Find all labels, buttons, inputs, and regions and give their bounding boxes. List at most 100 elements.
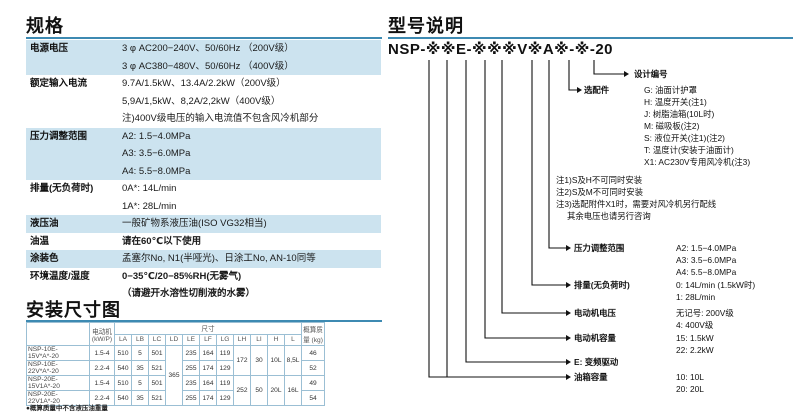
h-cell: 20L (267, 375, 285, 406)
label-pressure: 压力调整范围 (574, 243, 625, 253)
lf-cell: 164 (199, 375, 217, 391)
table-row: NSP-10E-15V*A*-20 1.5-4 510 5 501 365 23… (26, 345, 325, 406)
model-title-rule (388, 37, 793, 39)
weight-cell: 54 (301, 390, 325, 406)
spec-value: 9.7A/1.5kW、13.4A/2.2kW（200V级） (122, 78, 286, 89)
spec-values: 一般矿物系液压油(ISO VG32相当) (122, 215, 381, 233)
spec-values: 9.7A/1.5kW、13.4A/2.2kW（200V级） 5,9A/1,5kW、… (122, 75, 381, 128)
column-header: LB (131, 333, 149, 346)
displacement-0: 0: 14L/min (1.5kW时) (676, 280, 756, 290)
weight-cell: 46 (301, 345, 325, 361)
lc-cell: 501 (148, 375, 166, 391)
label-tank: 油箱容量 (574, 372, 608, 382)
motor-cell: 1.5-4 (89, 345, 115, 361)
pressure-a3: A3: 3.5−6.0MPa (676, 255, 737, 265)
install-title: 安装尺寸图 (26, 300, 121, 320)
lb-cell: 5 (131, 375, 149, 391)
arrow-tank (566, 374, 571, 380)
capacity-15: 15: 1.5kW (676, 333, 714, 343)
l-cell: 8,5L (284, 345, 302, 376)
spec-label: 油温 (30, 235, 50, 247)
note-2: 注2)S及M不可同时安装 (556, 187, 644, 197)
spec-label: 额定输入电流 (30, 78, 88, 89)
spec-value: 1A*: 28L/min (122, 200, 177, 212)
l-cell: 16L (284, 375, 302, 406)
lh-cell: 252 (233, 375, 251, 406)
la-cell: 540 (114, 390, 132, 406)
arrow-design (624, 71, 629, 77)
model-cell: NSP-10E-15V*A*-20 (26, 345, 90, 361)
spec-values: 0−35℃/20−85%RH(无雾气)（请避开水溶性切削液的水雾） (122, 268, 381, 303)
spec-label: 压力调整范围 (30, 130, 88, 142)
opt-t: T: 温度计(安装于油面计) (644, 145, 734, 155)
specs-title-rule (26, 37, 382, 39)
spec-values: 孟塞尔No, N1(半哑光)、日涂工No, AN-10同等 (122, 250, 381, 268)
model-code: NSP-※※E-※※※V※A※-※-20 (388, 41, 614, 58)
ld-cell: 365 (165, 345, 183, 406)
label-design: 设计编号 (634, 69, 668, 79)
column-header: LA (114, 333, 132, 346)
opt-h: H: 温度开关(注1) (644, 97, 707, 107)
la-cell: 510 (114, 375, 132, 391)
opt-j: J: 树脂油箱(10L时) (644, 109, 715, 119)
model-title: 型号说明 (388, 16, 464, 36)
leader-tank (446, 60, 566, 378)
spec-label: 涂装色 (30, 253, 59, 264)
note-3: 注3)选配附件X1时，需要对风冷机另行配线 (556, 199, 717, 209)
spec-value: 请在60℃以下使用 (122, 235, 202, 247)
capacity-22: 22: 2.2kW (676, 345, 714, 355)
table-row: NSP-20E-22V1A*-20 2.2-4 540 35 521 255 1… (26, 390, 325, 406)
specs-title: 规格 (26, 16, 64, 36)
spec-row: 涂装色 孟塞尔No, N1(半哑光)、日涂工No, AN-10同等 (26, 250, 381, 268)
lg-cell: 129 (216, 360, 234, 376)
arrow-drive (566, 359, 571, 365)
spec-value: A3: 3.5−6.0MPa (122, 148, 191, 159)
column-header: LC (148, 333, 166, 346)
spec-label: 排量(无负荷时) (30, 183, 94, 194)
spec-value: A4: 5.5−8.0MPa (122, 165, 191, 177)
lc-cell: 521 (148, 360, 166, 376)
spec-row: 油温 请在60℃以下使用 (26, 233, 381, 251)
motor-cell: 1.5-4 (89, 375, 115, 391)
lh-cell: 172 (233, 345, 251, 376)
lb-cell: 35 (131, 390, 149, 406)
motor-cell: 2.2-4 (89, 360, 115, 376)
lf-cell: 164 (199, 345, 217, 361)
tank-20: 20: 20L (676, 384, 704, 394)
lf-cell: 174 (199, 360, 217, 376)
spec-value: 5,9A/1,5kW、8,2A/2,2kW（400V级） (122, 95, 281, 107)
model-header (26, 322, 90, 346)
spec-value: （请避开水溶性切削液的水雾） (122, 288, 256, 299)
voltage-4: 4: 400V级 (676, 320, 714, 330)
label-voltage: 电动机电压 (574, 308, 616, 318)
install-note: ●概算质量中不含液压油重量 (26, 405, 108, 412)
lb-cell: 5 (131, 345, 149, 361)
arrow-capacity (566, 335, 571, 341)
arrow-voltage (566, 310, 571, 316)
size-header: 尺寸 (114, 322, 302, 335)
la-cell: 540 (114, 360, 132, 376)
note-1: 注1)S及H不可同时安装 (556, 175, 643, 185)
column-header: LD (165, 333, 183, 346)
pressure-a4: A4: 5.5−8.0MPa (676, 267, 737, 277)
lc-cell: 501 (148, 345, 166, 361)
label-options: 选配件 (584, 85, 610, 95)
leader-displacement (531, 60, 566, 286)
arrow-pressure (566, 245, 571, 251)
weight-cell: 52 (301, 360, 325, 376)
opt-m: M: 磁吸板(注2) (644, 121, 700, 131)
right-column: 型号说明 NSP-※※E-※※※V※A※-※-20 设计编号 选配件 G: 油面… (384, 0, 800, 411)
weight-cell: 49 (301, 375, 325, 391)
leader-tank-2 (428, 60, 447, 378)
la-cell: 510 (114, 345, 132, 361)
column-header: LG (216, 333, 234, 346)
displacement-1: 1: 28L/min (676, 292, 716, 302)
li-cell: 30 (250, 345, 268, 376)
li-cell: 50 (250, 375, 268, 406)
